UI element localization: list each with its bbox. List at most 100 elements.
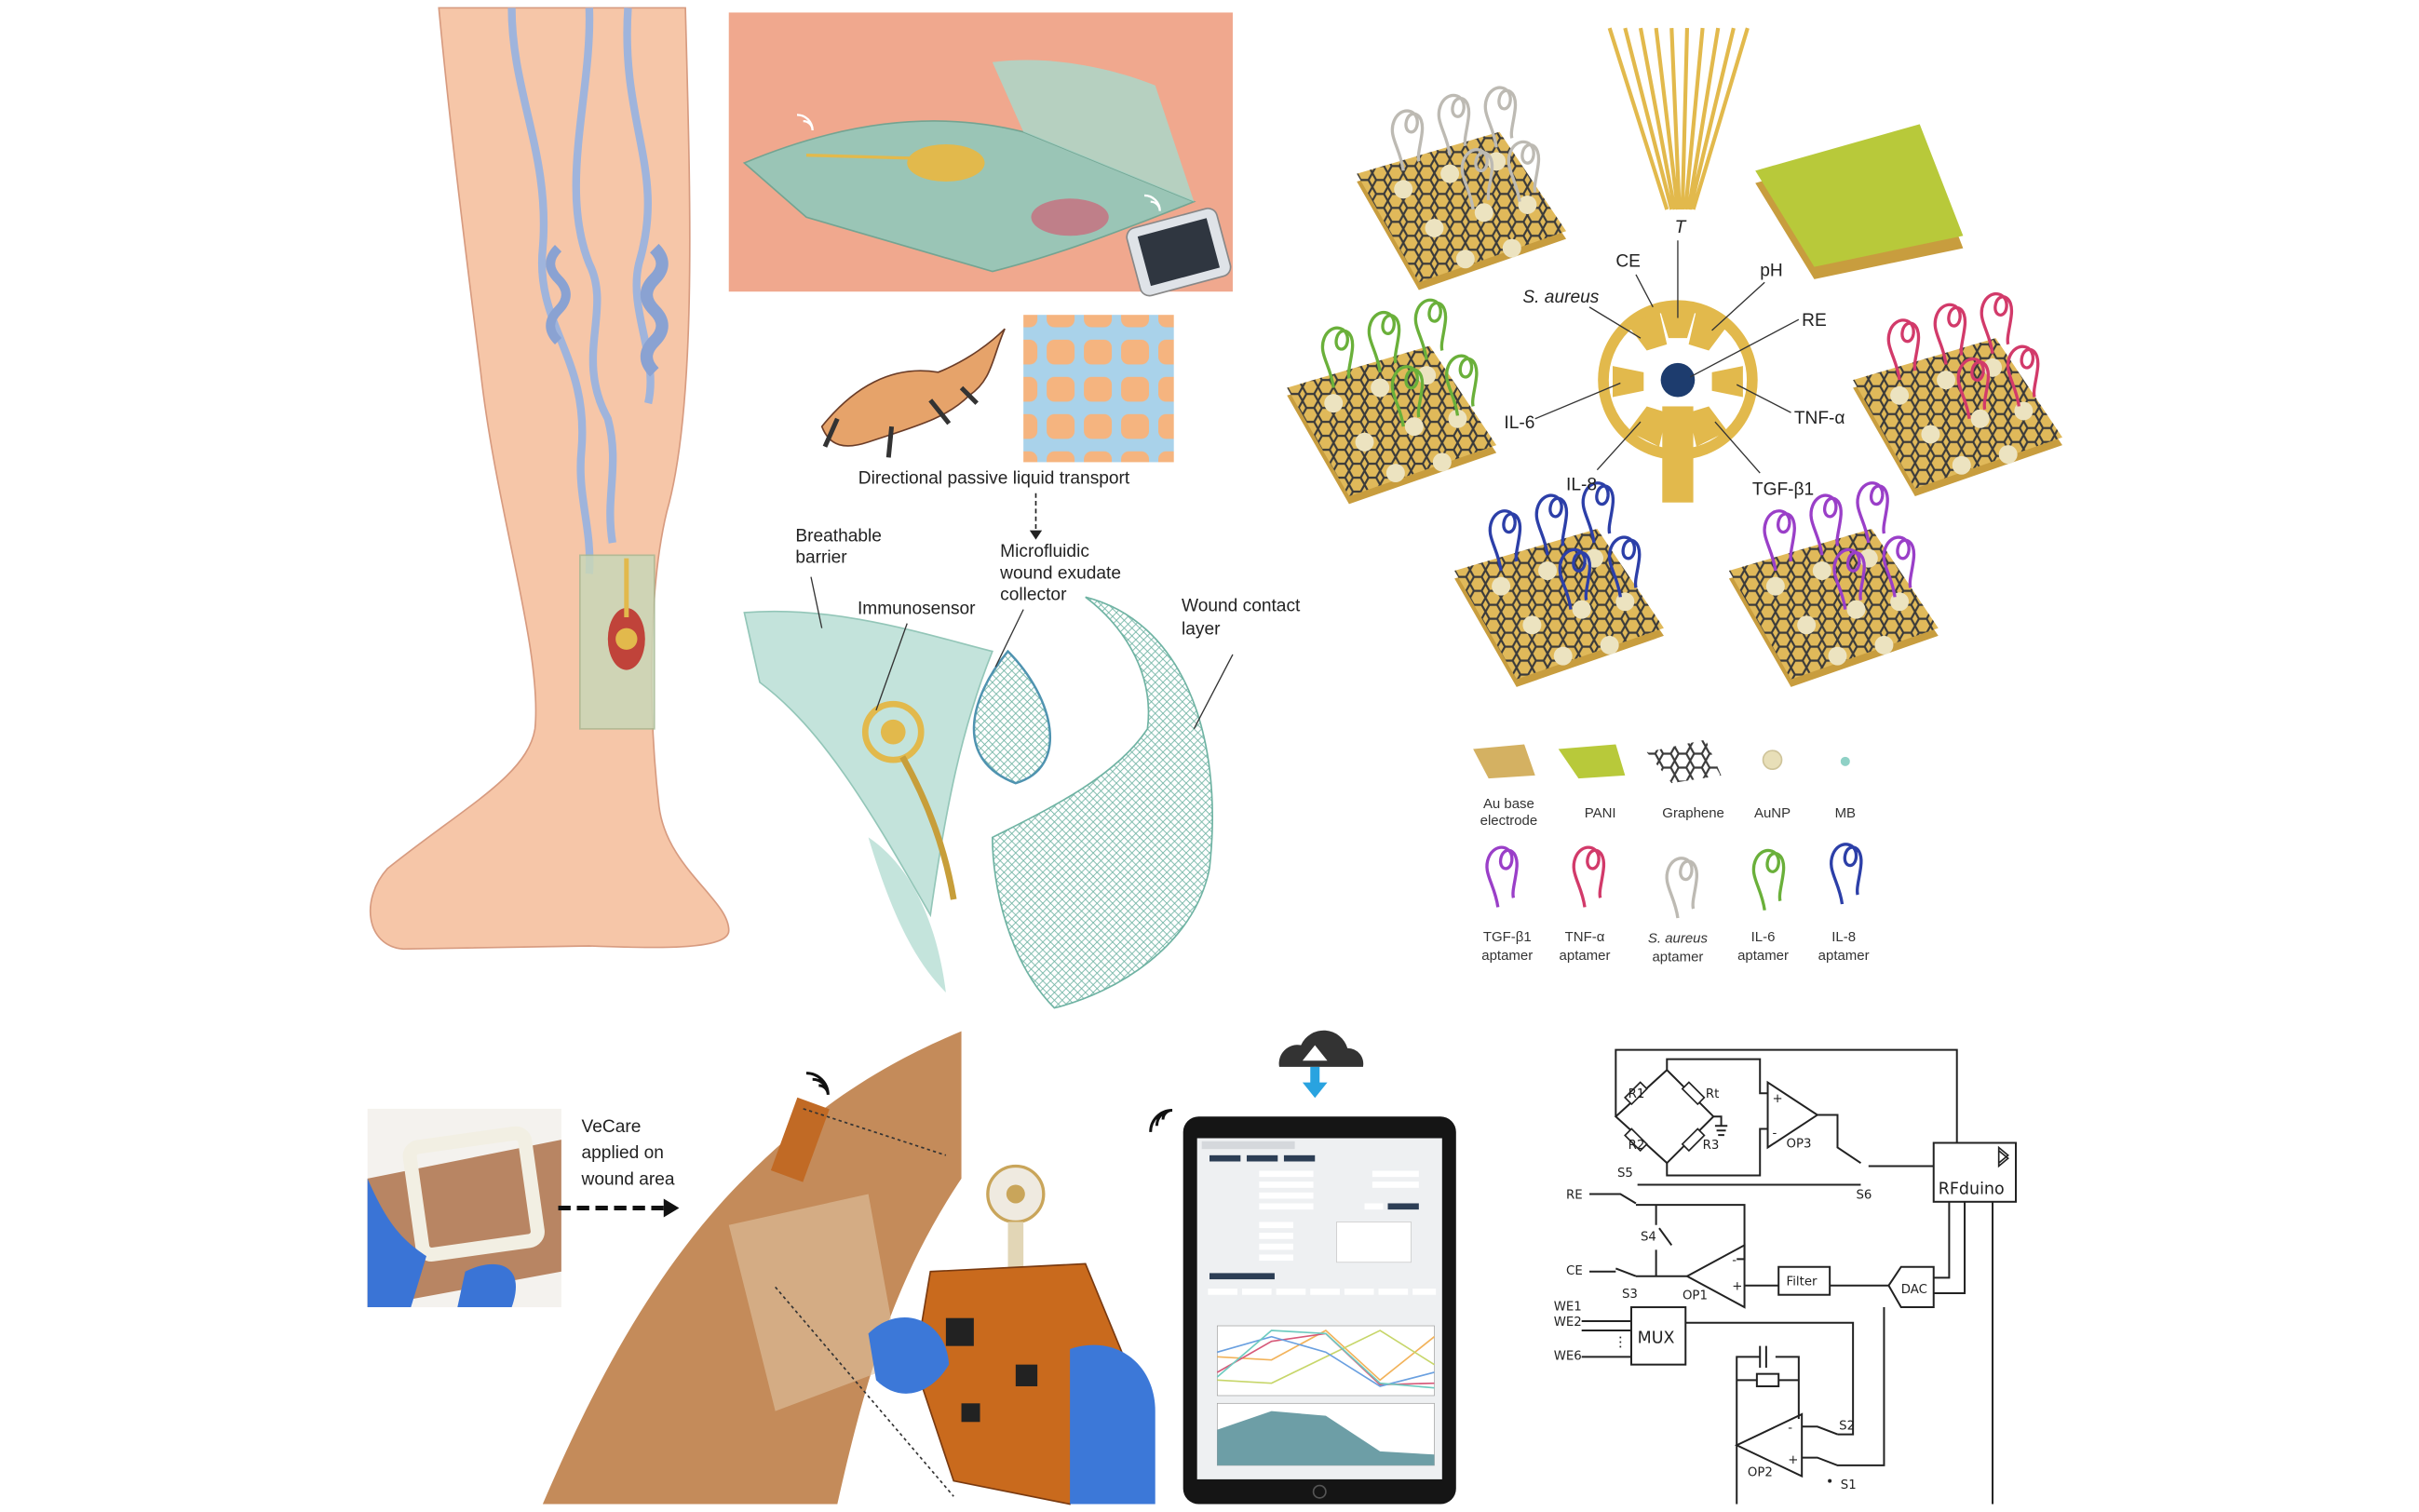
svg-text:MUX: MUX	[1638, 1329, 1675, 1347]
svg-text:Filter: Filter	[1787, 1276, 1818, 1289]
svg-text:aptamer: aptamer	[1560, 948, 1611, 964]
breathable-barrier-layer	[743, 610, 993, 918]
svg-text:MB: MB	[1835, 805, 1856, 821]
functionalized-electrodes	[1287, 27, 2062, 687]
label-contact-layer: layer	[1182, 619, 1221, 639]
svg-text:OP3: OP3	[1787, 1138, 1812, 1152]
legend-pani: PANI	[1558, 744, 1626, 821]
legend-tnf-aptamer: TNF-α aptamer	[1560, 845, 1611, 964]
svg-text:pH: pH	[1760, 262, 1782, 281]
skin-microstructure	[1023, 315, 1174, 463]
svg-text:Au base: Au base	[1483, 796, 1534, 812]
svg-text:S5: S5	[1617, 1167, 1633, 1181]
label-collector: wound exudate	[999, 563, 1121, 583]
legend-il6-aptamer: IL-6 aptamer	[1737, 848, 1789, 964]
electrode-il8	[1454, 481, 1664, 687]
legend-au-electrode: Au base electrode	[1473, 744, 1538, 829]
svg-text:AuNP: AuNP	[1754, 805, 1791, 821]
cloud-upload-icon	[1278, 1030, 1364, 1099]
leg-illustration	[369, 7, 730, 951]
svg-text:aptamer: aptamer	[1737, 948, 1789, 964]
vecare-bandage	[402, 1126, 545, 1262]
temperature-sensor-comb	[1607, 27, 1750, 210]
svg-text:S6: S6	[1856, 1188, 1872, 1202]
svg-text:CE: CE	[1566, 1264, 1583, 1278]
circuit-diagram: R1 Rt R2 R3 +- OP3 RFduino S5 S6 RE S4 C…	[1554, 1048, 2017, 1505]
svg-text:WE2: WE2	[1554, 1316, 1582, 1330]
svg-text:TGF-β1: TGF-β1	[1483, 929, 1532, 945]
ground-icon	[1713, 1115, 1728, 1137]
transport-caption: Directional passive liquid transport	[858, 469, 1130, 489]
electrode-s-aureus	[1357, 86, 1567, 290]
label-contact-layer: Wound contact	[1182, 596, 1301, 615]
svg-text:R3: R3	[1703, 1139, 1720, 1153]
wifi-icon	[1149, 1109, 1173, 1132]
legend-graphene: Graphene	[1646, 739, 1724, 821]
electrode-tnf	[1853, 291, 2062, 497]
microfluidic-collector-layer	[972, 649, 1051, 785]
svg-text:S4: S4	[1641, 1230, 1656, 1244]
svg-text:S. aureus: S. aureus	[1648, 931, 1709, 947]
svg-text:S. aureus: S. aureus	[1522, 288, 1599, 307]
reference-electrode	[1660, 362, 1696, 398]
label-immunosensor: Immunosensor	[858, 600, 976, 619]
sensor-array-layout	[1598, 300, 1758, 503]
label-collector: Microfluidic	[1000, 542, 1089, 561]
svg-text:-: -	[1788, 1421, 1792, 1435]
svg-text:PANI: PANI	[1585, 805, 1616, 821]
patch-on-skin-illustration	[728, 12, 1233, 297]
capacitor	[1759, 1345, 1767, 1368]
glove	[868, 1317, 950, 1394]
tablet	[1182, 1116, 1456, 1505]
svg-text:-: -	[1773, 1127, 1777, 1141]
electrode-tgf	[1728, 481, 1939, 687]
flexible-circuit-photo	[868, 1164, 1155, 1505]
svg-text:+: +	[1732, 1280, 1742, 1294]
svg-text:TGF-β1: TGF-β1	[1752, 479, 1814, 499]
bluetooth-icon	[1997, 1145, 2009, 1168]
varicose-vein	[640, 243, 669, 377]
flex-circuit	[770, 1097, 830, 1182]
svg-text:R1: R1	[1628, 1087, 1645, 1101]
vecare-caption: applied on	[582, 1143, 664, 1163]
legend-s-aureus-aptamer: S. aureus aptamer	[1648, 857, 1709, 965]
wound-contact-layer	[992, 596, 1213, 1009]
svg-text:aptamer: aptamer	[1652, 950, 1703, 965]
svg-text:TNF-α: TNF-α	[1565, 929, 1605, 945]
svg-text:WE6: WE6	[1554, 1350, 1582, 1364]
legend-mb: MB	[1835, 756, 1856, 821]
layer-labels: Breathable barrier Immunosensor Microflu…	[795, 526, 1301, 730]
varicose-vein	[546, 245, 571, 345]
legend-aunp: AuNP	[1754, 749, 1791, 821]
svg-text:aptamer: aptamer	[1818, 948, 1870, 964]
svg-text:+: +	[1788, 1453, 1798, 1467]
electrode-labels: T CE pH RE S. aureus IL-6 TNF-α IL-8 TGF…	[1504, 218, 1845, 499]
thorny-devil-lizard	[820, 328, 1006, 458]
svg-text:CE: CE	[1615, 252, 1641, 272]
svg-text:OP1: OP1	[1682, 1289, 1708, 1303]
phone-icon	[1126, 208, 1232, 297]
svg-text:+: +	[1773, 1092, 1783, 1106]
wifi-icon	[805, 1072, 830, 1096]
svg-text:IL-6: IL-6	[1751, 929, 1776, 945]
svg-text:Graphene: Graphene	[1662, 805, 1724, 821]
svg-text:RFduino: RFduino	[1939, 1180, 2005, 1198]
immunosensor-layer	[861, 700, 925, 763]
vecare-caption: VeCare	[582, 1117, 642, 1137]
svg-text:S1: S1	[1841, 1478, 1857, 1492]
svg-text:OP2: OP2	[1748, 1466, 1773, 1480]
svg-text:S3: S3	[1622, 1288, 1638, 1302]
svg-text:TNF-α: TNF-α	[1794, 409, 1845, 428]
svg-text:IL-8: IL-8	[1566, 475, 1597, 494]
svg-text:IL-8: IL-8	[1831, 929, 1856, 945]
leg-photo	[542, 1031, 962, 1505]
bandage-on-leg	[728, 1194, 899, 1411]
label-breathable-barrier: barrier	[795, 548, 847, 568]
svg-text:IL-6: IL-6	[1504, 413, 1534, 433]
app-form-mockup	[1201, 1141, 1437, 1295]
wifi-icon	[796, 114, 814, 131]
glove	[457, 1263, 517, 1308]
svg-text:T: T	[1675, 218, 1687, 237]
svg-text:electrode: electrode	[1480, 813, 1538, 829]
